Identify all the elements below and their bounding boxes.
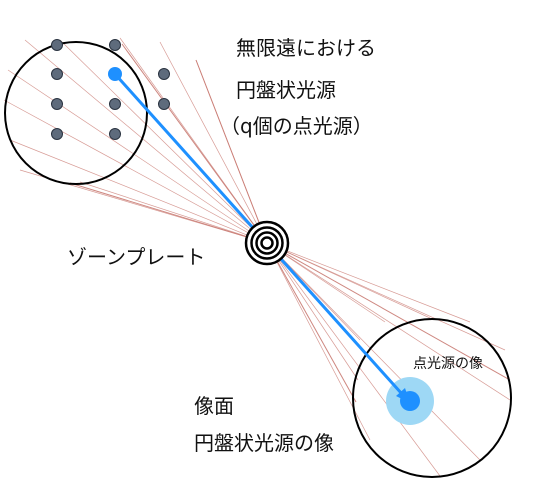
zone-plate-label: ゾーンプレート <box>67 245 205 269</box>
light-ray <box>266 242 481 461</box>
light-ray <box>266 242 511 401</box>
point-source-dot <box>109 128 121 140</box>
point-source-dot <box>51 39 63 51</box>
selected-point-source <box>108 67 122 81</box>
light-rays <box>3 37 511 477</box>
light-ray <box>266 242 359 381</box>
disk-image-label: 円盤状光源の像 <box>194 431 334 455</box>
light-ray <box>195 59 268 244</box>
light-ray <box>7 69 268 244</box>
light-ray <box>266 242 386 323</box>
light-ray <box>266 242 357 403</box>
source-label-line3: （q個の点光源） <box>220 114 373 138</box>
light-ray <box>69 182 268 244</box>
light-ray <box>266 242 506 351</box>
light-ray <box>121 43 268 244</box>
light-ray <box>9 139 268 244</box>
source-label-line2: 円盤状光源 <box>236 78 336 102</box>
point-source-dot <box>109 98 121 110</box>
point-source-dot <box>51 128 63 140</box>
light-ray <box>266 242 511 381</box>
point-sources <box>51 39 170 140</box>
image-disk <box>352 318 512 478</box>
point-source-dot <box>158 98 170 110</box>
point-source-dot <box>158 68 170 80</box>
image-plane-label: 像面 <box>194 394 234 418</box>
point-image-label: 点光源の像 <box>413 356 483 372</box>
light-ray <box>79 181 268 244</box>
light-ray <box>24 39 268 244</box>
light-ray <box>3 99 268 244</box>
point-source-dot <box>51 98 63 110</box>
source-disk <box>4 41 148 185</box>
zone-plate <box>244 220 290 266</box>
point-source-dot <box>51 68 63 80</box>
light-ray <box>266 242 471 323</box>
light-ray <box>159 41 268 244</box>
point-source-dot <box>109 39 121 51</box>
chief-ray-arrowhead <box>396 388 410 403</box>
light-ray <box>59 39 268 244</box>
light-ray <box>266 242 441 477</box>
source-label-line1: 無限遠における <box>236 36 376 60</box>
